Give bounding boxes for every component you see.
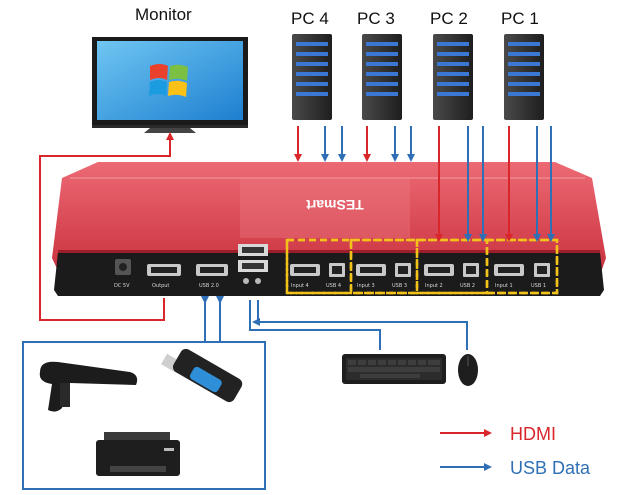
pc3-label: PC 3 [357, 9, 395, 28]
input3-hdmi-port: Input 3 [356, 264, 386, 289]
pc-usb-lines [321, 126, 555, 242]
peripheral-usb-lines [201, 296, 468, 350]
monitor-hdmi-line [39, 132, 174, 321]
pc-tower-icon [504, 34, 544, 120]
legend-usb-data: USB Data [440, 458, 591, 478]
pc1-label: PC 1 [501, 9, 539, 28]
usb-peripherals-box [22, 341, 266, 490]
barcode-scanner-icon [39, 361, 138, 412]
pc-hdmi-lines [294, 126, 513, 242]
svg-text:USB 2.0: USB 2.0 [199, 283, 219, 289]
port-group-highlight [285, 238, 559, 295]
svg-text:USB Data: USB Data [510, 458, 591, 478]
svg-text:HDMI: HDMI [510, 424, 556, 444]
hdmi-output-port: Output [147, 264, 181, 289]
monitor-icon [92, 37, 248, 133]
input4-hdmi-port: Input 4 [290, 264, 320, 289]
svg-text:USB 3: USB 3 [392, 283, 407, 289]
svg-text:Input 2: Input 2 [425, 283, 443, 289]
brand-logo: TESmart [306, 197, 364, 213]
usb4-port: USB 4 [326, 263, 345, 289]
keyboard-icon [342, 354, 446, 384]
legend: HDMI USB Data [440, 424, 591, 478]
svg-text:USB 4: USB 4 [326, 283, 341, 289]
printer-icon [96, 432, 180, 476]
usb2-port: USB 2 [460, 263, 479, 289]
dc-port: DC 5V [114, 259, 131, 289]
usb-hub-ports [238, 244, 268, 284]
svg-text:Input 1: Input 1 [495, 283, 513, 289]
svg-text:USB 2: USB 2 [460, 283, 475, 289]
svg-text:TESmart: TESmart [306, 197, 364, 213]
input1-hdmi-port: Input 1 [494, 264, 524, 289]
legend-hdmi: HDMI [440, 424, 556, 444]
usb3-port: USB 3 [392, 263, 411, 289]
pc4-label: PC 4 [291, 9, 329, 28]
pc-tower-icon [433, 34, 473, 120]
svg-text:USB 1: USB 1 [531, 283, 546, 289]
pc-tower-icon [362, 34, 402, 120]
usb1-port: USB 1 [531, 263, 550, 289]
pc2-label: PC 2 [430, 9, 468, 28]
input2-hdmi-port: Input 2 [424, 264, 454, 289]
svg-text:Output: Output [152, 283, 169, 289]
svg-text:Input 4: Input 4 [291, 283, 309, 289]
usb20-port: USB 2.0 [196, 264, 228, 289]
svg-text:Input 3: Input 3 [357, 283, 375, 289]
mouse-icon [458, 354, 478, 386]
svg-text:DC 5V: DC 5V [114, 283, 130, 289]
monitor-label: Monitor [135, 5, 192, 24]
pc-tower-icon [292, 34, 332, 120]
usb-flash-drive-icon [161, 348, 243, 403]
